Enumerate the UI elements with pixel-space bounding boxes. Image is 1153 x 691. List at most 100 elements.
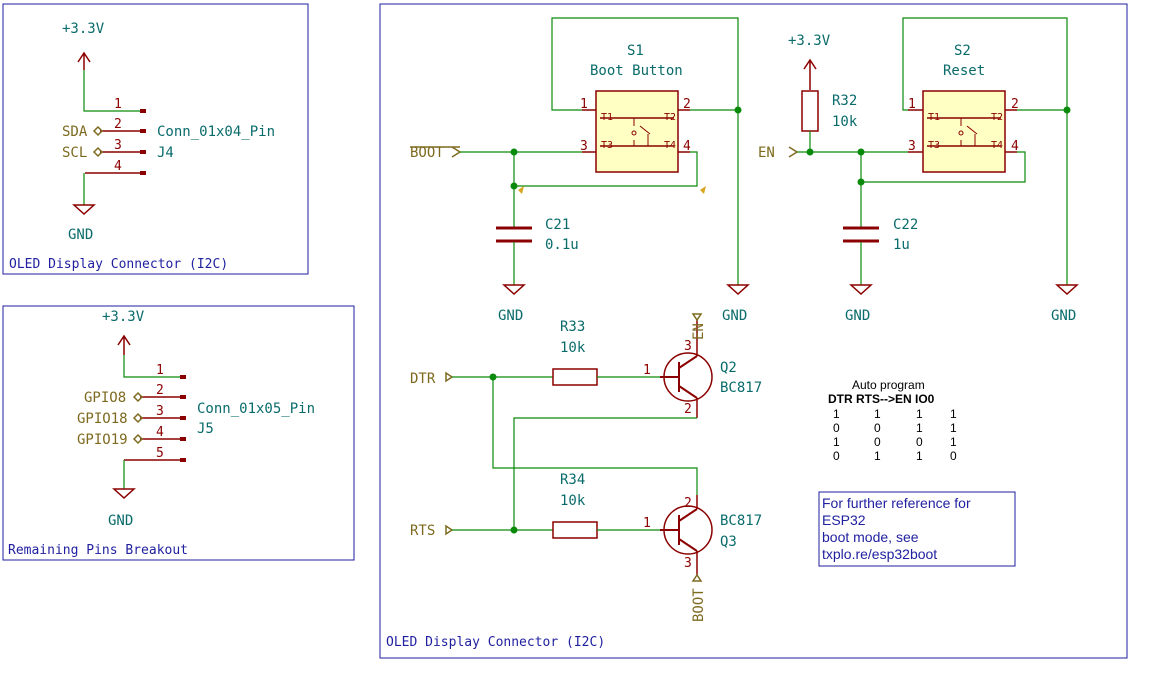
svg-text:0: 0	[950, 449, 957, 463]
c22-ref: C22	[893, 217, 918, 233]
j4-pin-1: 1	[114, 97, 122, 112]
j5-power-symbol	[117, 334, 131, 355]
j5-pin-5: 5	[156, 446, 164, 461]
connector-j4	[85, 109, 146, 175]
s2-ref: S2	[954, 43, 971, 59]
j5-pin-3: 3	[156, 404, 164, 419]
svg-text:2: 2	[684, 496, 692, 511]
net-gpio18: GPIO18	[77, 411, 128, 427]
s1-ref: S1	[627, 43, 644, 59]
switch-s1	[582, 90, 690, 173]
svg-text:3: 3	[684, 556, 692, 571]
svg-text:1: 1	[874, 407, 881, 421]
note-link[interactable]: txplo.re/esp32boot	[822, 546, 937, 562]
warning-markers	[518, 186, 706, 194]
svg-text:2: 2	[1011, 97, 1019, 112]
resistor-r33	[552, 368, 598, 386]
svg-text:0: 0	[874, 435, 881, 449]
svg-text:1: 1	[950, 435, 957, 449]
svg-text:T2: T2	[991, 112, 1003, 123]
svg-text:0: 0	[874, 421, 881, 435]
svg-text:1: 1	[874, 449, 881, 463]
svg-text:1: 1	[916, 449, 923, 463]
svg-text:1: 1	[950, 421, 957, 435]
svg-text:3: 3	[908, 139, 916, 154]
svg-text:0: 0	[833, 449, 840, 463]
j5-value: Conn_01x05_Pin	[197, 401, 315, 417]
net-boot-q3: BOOT	[691, 588, 707, 622]
frame-remaining-title: Remaining Pins Breakout	[8, 543, 188, 558]
c21-value: 0.1u	[545, 237, 579, 253]
svg-text:T3: T3	[928, 140, 940, 151]
net-gpio19: GPIO19	[77, 432, 128, 448]
j5-power-label: +3.3V	[102, 309, 145, 325]
q3-value: BC817	[720, 513, 762, 529]
c21-gnd-label: GND	[498, 308, 523, 324]
transistor-q3	[660, 495, 713, 575]
svg-text:T3: T3	[601, 140, 613, 151]
q2-value: BC817	[720, 380, 762, 396]
j4-pin-4: 4	[114, 159, 122, 174]
j4-power-symbol	[77, 51, 91, 70]
q3-ref: Q3	[720, 534, 737, 550]
frame-oled	[2, 3, 309, 275]
svg-text:T1: T1	[928, 112, 940, 123]
auto-program-table: 1 1 1 1 0 0 1 1 1 0 0 1 0 1 1 0	[833, 407, 957, 463]
transistor-q2	[660, 320, 713, 418]
r34-value: 10k	[560, 493, 586, 509]
r32-value: 10k	[832, 114, 858, 130]
svg-text:1: 1	[643, 516, 651, 531]
frame-main-title: OLED Display Connector (I2C)	[386, 635, 605, 650]
net-rts-label: RTS	[410, 523, 435, 539]
s1-gnd-label: GND	[722, 308, 747, 324]
net-scl: SCL	[62, 145, 87, 161]
svg-text:1: 1	[916, 421, 923, 435]
s2-value: Reset	[943, 63, 985, 79]
r32-power-label: +3.3V	[788, 33, 831, 49]
frame-main	[379, 3, 1128, 659]
q2-ref: Q2	[720, 360, 737, 376]
svg-text:3: 3	[580, 139, 588, 154]
resistor-r32	[801, 90, 819, 132]
svg-text:1: 1	[580, 97, 588, 112]
svg-text:T4: T4	[664, 140, 676, 151]
note-line-3: boot mode, see	[822, 529, 919, 545]
j5-pin-4: 4	[156, 425, 164, 440]
r33-ref: R33	[560, 319, 585, 335]
j4-gnd-label: GND	[68, 227, 93, 243]
svg-text:1: 1	[916, 407, 923, 421]
j5-gnd-label: GND	[108, 513, 133, 529]
frame-remaining	[2, 305, 355, 561]
net-boot-label: BOOT	[410, 145, 444, 161]
s1-value: Boot Button	[590, 63, 683, 79]
r34-ref: R34	[560, 472, 585, 488]
svg-text:1: 1	[950, 407, 957, 421]
switch-s2	[908, 90, 1017, 173]
resistor-r34	[552, 521, 598, 539]
j5-gnd-symbol	[112, 488, 136, 500]
svg-text:0: 0	[916, 435, 923, 449]
c21-ref: C21	[545, 217, 570, 233]
svg-text:3: 3	[684, 339, 692, 354]
j4-pin-2: 2	[114, 117, 122, 132]
svg-text:1: 1	[908, 97, 916, 112]
j4-gnd-symbol	[72, 204, 96, 216]
svg-text:1: 1	[833, 407, 840, 421]
auto-program-header: DTR RTS-->EN IO0	[828, 392, 935, 406]
note-line-1: For further reference for	[822, 495, 971, 511]
auto-program-title: Auto program	[852, 378, 925, 392]
svg-text:T1: T1	[601, 112, 613, 123]
svg-text:2: 2	[684, 402, 692, 417]
s2-gnd-label: GND	[1051, 308, 1076, 324]
svg-text:4: 4	[683, 139, 691, 154]
svg-text:4: 4	[1011, 139, 1019, 154]
j4-power-label: +3.3V	[62, 21, 105, 37]
reference-note-box	[818, 491, 1016, 567]
net-en-label: EN	[758, 145, 775, 161]
c22-gnd-label: GND	[845, 308, 870, 324]
c22-value: 1u	[893, 237, 910, 253]
note-line-2: ESP32	[822, 512, 866, 528]
j5-ref: J5	[197, 421, 214, 437]
svg-text:0: 0	[833, 421, 840, 435]
